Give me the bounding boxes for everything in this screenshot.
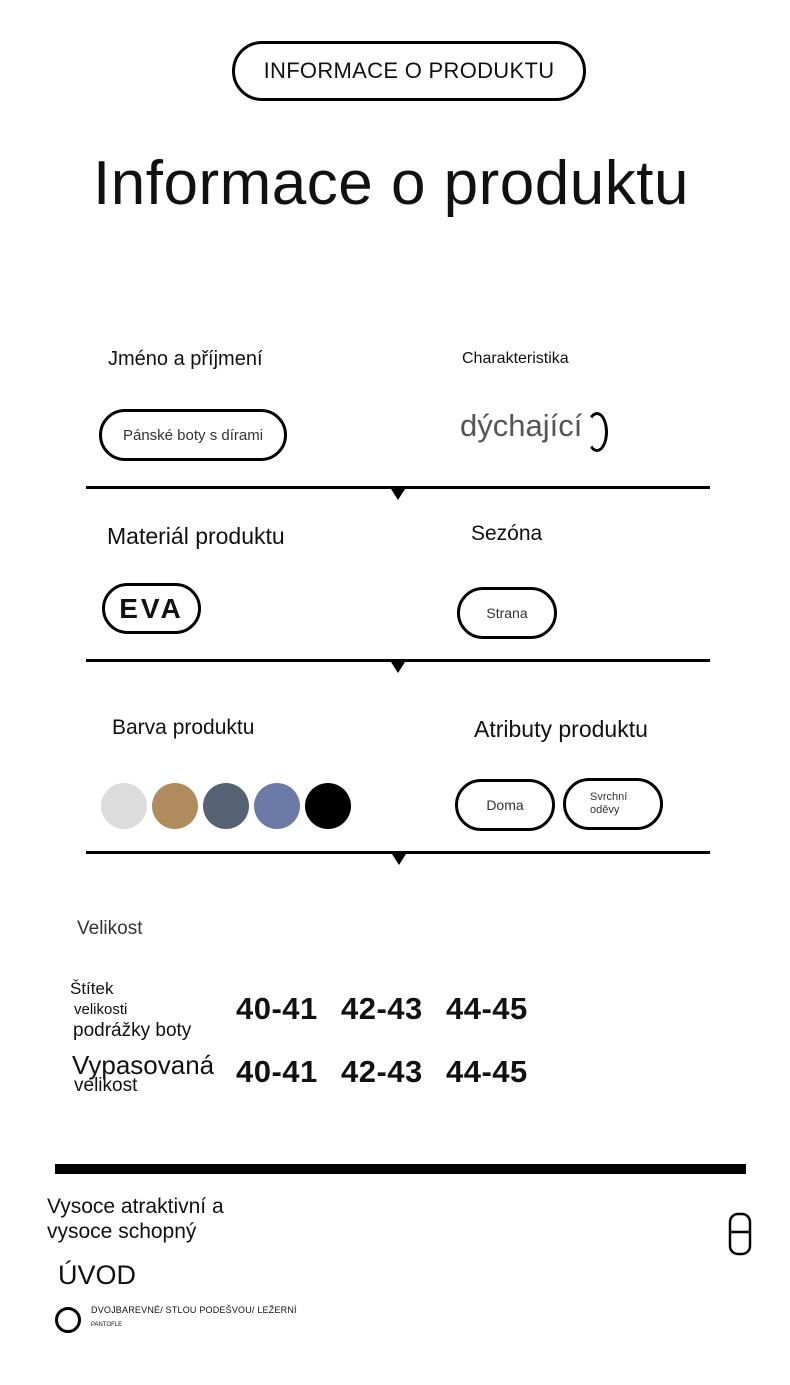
intro-title: ÚVOD: [58, 1260, 137, 1290]
feature-label: Charakteristika: [462, 350, 569, 367]
slipper-icon: [728, 1212, 752, 1261]
season-label: Sezóna: [471, 522, 543, 545]
season-value: Strana: [486, 605, 528, 621]
tagline-line-1: Vysoce atraktivní a: [47, 1195, 224, 1218]
size-row1-label-3: podrážky boty: [73, 1020, 192, 1041]
season-value-pill: Strana: [457, 587, 557, 639]
material-value: EVA: [119, 592, 184, 624]
size-title: Velikost: [77, 918, 143, 939]
size-row2-value-1: 40-41: [236, 1054, 318, 1089]
color-swatch-light-gray: [101, 783, 147, 829]
tagline-line-2: vysoce schopný: [47, 1220, 197, 1243]
feature-value: dýchající: [460, 408, 583, 443]
attribute-home: Doma: [486, 797, 524, 813]
page-title: Informace o produktu: [93, 149, 689, 218]
size-row2-value-3: 44-45: [446, 1054, 528, 1089]
attributes-label: Atributy produktu: [474, 716, 648, 742]
size-row2-label-1: Vypasovaná: [72, 1050, 215, 1080]
divider-2-arrow-icon: [391, 662, 405, 673]
feature-arc-icon: [586, 412, 608, 452]
attribute-pill-home: Doma: [455, 779, 555, 831]
divider-2: [86, 659, 710, 662]
name-value-pill: Pánské boty s dírami: [99, 409, 287, 461]
intro-subtitle-small: PANTOFLE: [91, 1322, 123, 1328]
circle-icon: [55, 1307, 81, 1333]
color-swatch-blue: [254, 783, 300, 829]
intro-subtitle: DVOJBAREVNÉ/ STLOU PODEŠVOU/ LEŽERNÍ: [91, 1305, 297, 1315]
name-label: Jméno a příjmení: [108, 348, 263, 370]
size-row1-label-2: velikosti: [74, 1001, 128, 1018]
divider-3-arrow-icon: [392, 854, 406, 865]
name-value: Pánské boty s dírami: [122, 426, 264, 444]
size-row2-value-2: 42-43: [341, 1054, 423, 1089]
size-row1-value-2: 42-43: [341, 991, 423, 1026]
header-badge-label: INFORMACE O PRODUKTU: [263, 58, 555, 83]
footer-bar: [55, 1164, 746, 1174]
size-row1-value-1: 40-41: [236, 991, 318, 1026]
color-swatch-black: [305, 783, 351, 829]
header-badge: INFORMACE O PRODUKTU: [232, 41, 586, 101]
color-swatch-slate: [203, 783, 249, 829]
divider-3: [86, 851, 710, 854]
material-value-pill: EVA: [102, 583, 201, 634]
size-row1-value-3: 44-45: [446, 991, 528, 1026]
color-swatch-tan: [152, 783, 198, 829]
attribute-outerwear: Svrchní oděvy: [590, 791, 628, 816]
divider-1-arrow-icon: [391, 489, 405, 500]
size-row2-label-2: velikost: [74, 1075, 138, 1096]
attribute-pill-outerwear: Svrchní oděvy: [563, 778, 663, 830]
divider-1: [86, 486, 710, 489]
size-row1-label-1: Štítek: [70, 979, 114, 998]
material-label: Materiál produktu: [107, 523, 285, 549]
color-label: Barva produktu: [112, 716, 255, 739]
